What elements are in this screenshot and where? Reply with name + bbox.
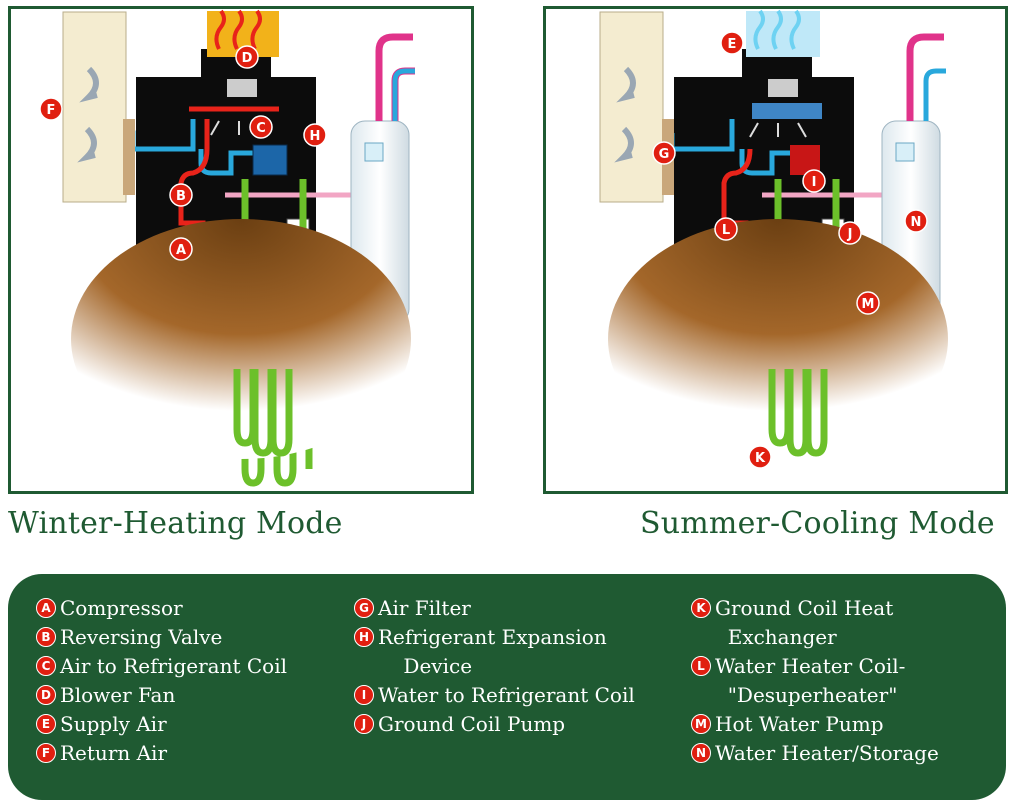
blower-fan (227, 79, 257, 97)
legend-badge-d: D (36, 685, 56, 705)
legend-label-g: Air Filter (378, 596, 471, 620)
legend-badge-c: C (36, 656, 56, 676)
legend-badge-g: G (354, 598, 374, 618)
marker-A-label: A (176, 243, 186, 258)
marker-B: B (169, 183, 193, 207)
return-air-duct (62, 11, 127, 203)
legend-label-a: Compressor (60, 596, 183, 620)
hot-refrigerant-line (721, 148, 753, 283)
marker-I: I (802, 169, 826, 193)
marker-E: E (720, 31, 744, 55)
marker-N: N (904, 209, 928, 233)
winter-heating-diagram: A B C D F H (8, 6, 474, 494)
earth (608, 219, 948, 459)
legend-badge-b: B (36, 627, 56, 647)
marker-F-label: F (47, 103, 56, 118)
legend-label-e: Supply Air (60, 712, 167, 736)
summer-cooling-diagram: E G I J K L M N (543, 6, 1008, 494)
marker-N-label: N (911, 215, 922, 230)
legend-badge-i: I (354, 685, 374, 705)
legend-label-n: Water Heater/Storage (715, 741, 939, 765)
legend-badge-j: J (354, 714, 374, 734)
marker-J: J (838, 221, 862, 245)
marker-J-label: J (847, 227, 853, 242)
marker-E-label: E (728, 37, 737, 52)
hot-refrigerant-line (178, 119, 210, 283)
marker-G-label: G (659, 147, 670, 162)
legend-badge-a: A (36, 598, 56, 618)
marker-H: H (303, 123, 327, 147)
legend-badge-f: F (36, 743, 56, 763)
refrigerant-coil (752, 103, 822, 119)
marker-D-label: D (242, 51, 253, 66)
legend-label-i: Water to Refrigerant Coil (378, 683, 635, 707)
legend-label-j: Ground Coil Pump (378, 712, 566, 736)
water-heater-pipes (906, 33, 944, 121)
marker-K-label: K (755, 451, 766, 466)
legend-label-k: Ground Coil Heat Exchanger (715, 596, 894, 649)
marker-K: K (748, 445, 772, 469)
legend-label-b: Reversing Valve (60, 625, 223, 649)
marker-B-label: B (176, 189, 186, 204)
legend-label-h: Refrigerant Expansion Device (378, 625, 607, 678)
summer-heat-pump-illustration: E G I J K L M N (599, 9, 948, 469)
legend-label-c: Air to Refrigerant Coil (60, 654, 287, 678)
return-air-duct (599, 11, 664, 203)
marker-F: F (39, 97, 63, 121)
legend-label-f: Return Air (60, 741, 168, 765)
marker-C-label: C (256, 121, 266, 136)
summer-mode-title: Summer-Cooling Mode (640, 506, 995, 541)
marker-A: A (169, 237, 193, 261)
marker-M: M (856, 291, 880, 315)
winter-mode-title: Winter-Heating Mode (8, 506, 343, 541)
marker-M-label: M (862, 297, 875, 312)
blower-fan (768, 79, 798, 97)
air-filter (123, 119, 135, 195)
marker-H-label: H (310, 129, 321, 144)
marker-L: L (714, 217, 738, 241)
legend-badge-k: K (691, 598, 711, 618)
earth (71, 219, 411, 459)
legend-badge-h: H (354, 627, 374, 647)
legend-badge-m: M (691, 714, 711, 734)
legend-label-l: Water Heater Coil- "Desuperheater" (715, 654, 906, 707)
legend-label-m: Hot Water Pump (715, 712, 884, 736)
marker-C: C (249, 115, 273, 139)
return-air-arrow (77, 66, 99, 163)
legend-badge-e: E (36, 714, 56, 734)
legend-badge-l: L (691, 656, 711, 676)
winter-heat-pump-illustration: A B C D F H (39, 9, 415, 487)
legend-badge-n: N (691, 743, 711, 763)
marker-I-label: I (812, 175, 817, 190)
legend-label-d: Blower Fan (60, 683, 176, 707)
marker-G: G (652, 141, 676, 165)
water-refrigerant-exchanger (252, 144, 288, 176)
marker-D: D (235, 45, 259, 69)
marker-L-label: L (722, 223, 730, 238)
